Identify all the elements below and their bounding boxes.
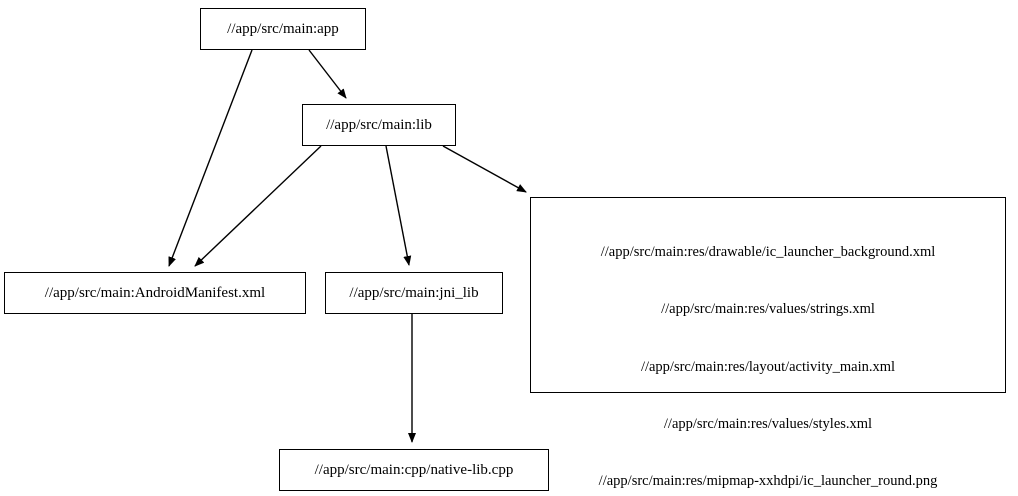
edge-lib-to-resources bbox=[442, 145, 527, 193]
resource-line: //app/src/main:res/drawable/ic_launcher_… bbox=[600, 244, 936, 261]
node-android-manifest-label: //app/src/main:AndroidManifest.xml bbox=[44, 284, 266, 301]
resource-line: //app/src/main:res/values/strings.xml bbox=[661, 301, 875, 318]
node-native-lib-cpp[interactable]: //app/src/main:cpp/native-lib.cpp bbox=[279, 449, 549, 491]
node-lib-label: //app/src/main:lib bbox=[326, 116, 432, 133]
node-lib[interactable]: //app/src/main:lib bbox=[302, 104, 456, 146]
resource-line: //app/src/main:res/layout/activity_main.… bbox=[640, 358, 896, 375]
node-app-label: //app/src/main:app bbox=[227, 20, 339, 37]
node-app[interactable]: //app/src/main:app bbox=[200, 8, 366, 50]
edge-lib-to-manifest bbox=[194, 145, 322, 267]
edge-app-to-manifest bbox=[168, 49, 253, 267]
resource-line: //app/src/main:res/mipmap-xxhdpi/ic_laun… bbox=[598, 473, 938, 490]
node-native-lib-cpp-label: //app/src/main:cpp/native-lib.cpp bbox=[314, 461, 514, 478]
node-jni-lib-label: //app/src/main:jni_lib bbox=[349, 284, 479, 301]
resource-line: //app/src/main:res/values/styles.xml bbox=[663, 416, 873, 433]
edge-app-to-lib bbox=[308, 49, 347, 99]
node-resources-bundle[interactable]: //app/src/main:res/drawable/ic_launcher_… bbox=[530, 197, 1006, 489]
node-android-manifest[interactable]: //app/src/main:AndroidManifest.xml bbox=[4, 272, 306, 314]
node-jni-lib[interactable]: //app/src/main:jni_lib bbox=[325, 272, 503, 314]
edge-lib-to-jni-lib bbox=[385, 145, 412, 266]
